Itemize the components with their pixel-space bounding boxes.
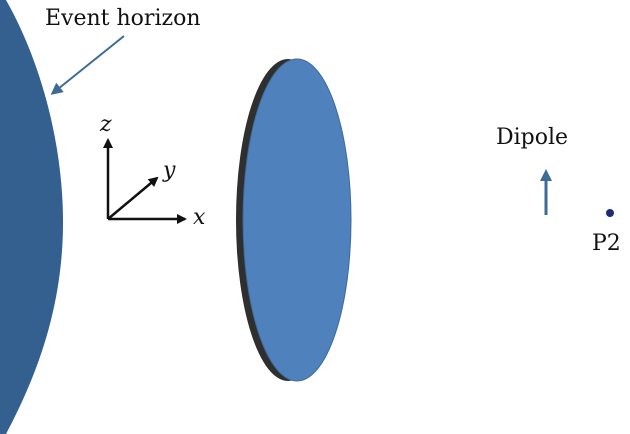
point-p2-marker (606, 209, 614, 217)
z-axis-label: z (99, 112, 112, 137)
dipole-label: Dipole (496, 125, 568, 150)
event-horizon-pointer-arrow (50, 35, 125, 95)
y-axis-arrow (107, 176, 159, 220)
disk (236, 58, 352, 382)
point-p2-label: P2 (592, 231, 621, 256)
x-axis-label: x (193, 205, 206, 230)
disk-face (242, 58, 352, 382)
event-horizon-shape (0, 0, 64, 434)
y-axis-label: y (162, 158, 176, 183)
event-horizon-label: Event horizon (45, 6, 200, 31)
coordinate-axes: z y x (99, 112, 206, 230)
